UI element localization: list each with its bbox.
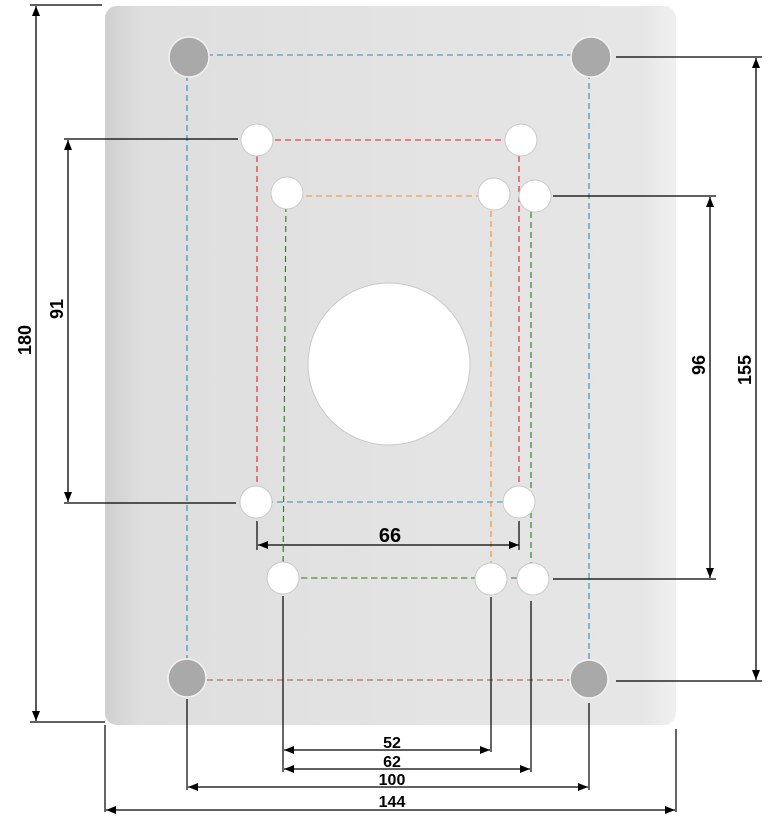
dim-label-62: 62: [383, 754, 401, 771]
cable-hole: [307, 282, 471, 446]
hole: [474, 562, 508, 596]
red-hole-pattern: [256, 139, 520, 503]
corner-holes: [167, 36, 612, 699]
dim-label-180: 180: [15, 325, 35, 355]
hole: [477, 177, 511, 211]
dim-label-91: 91: [47, 299, 67, 319]
hole-top-left: [168, 36, 210, 78]
hole: [502, 485, 536, 519]
hole-bottom-right: [569, 659, 609, 699]
hole-bottom-left: [167, 658, 207, 698]
hole: [516, 562, 550, 596]
dim-label-144: 144: [379, 794, 406, 811]
hole-top-right: [570, 36, 612, 78]
hole: [270, 176, 304, 210]
dim-label-52: 52: [383, 735, 401, 752]
dim-label-100: 100: [379, 772, 406, 789]
hole: [239, 485, 273, 519]
orange-hole-pattern: [284, 195, 492, 579]
extension-lines: [30, 4, 762, 812]
hole: [240, 123, 274, 157]
dim-label-155: 155: [735, 355, 755, 385]
dimension-lines: [32, 5, 760, 814]
green-hole-pattern: [282, 195, 532, 579]
dim-label-96: 96: [689, 355, 709, 375]
through-holes: [239, 123, 552, 596]
hole: [266, 561, 300, 595]
hole: [504, 123, 538, 157]
dim-label-66: 66: [379, 525, 401, 547]
hole: [518, 179, 552, 213]
